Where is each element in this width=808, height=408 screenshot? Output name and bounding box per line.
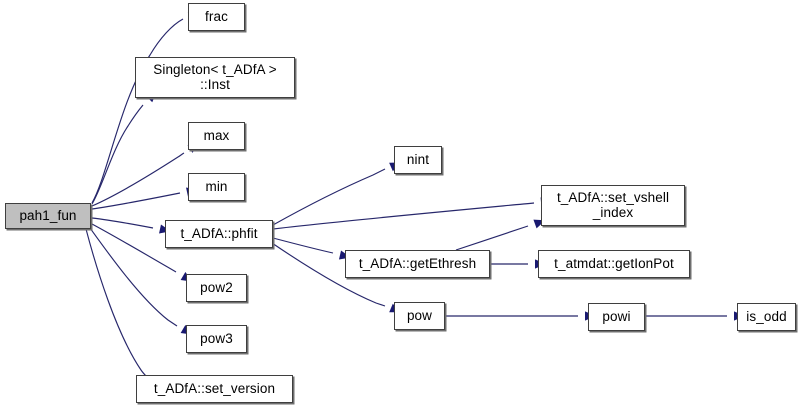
edge-pah1_fun-set_version [85, 228, 148, 378]
node-label-pow3: pow3 [200, 330, 233, 346]
node-label-frac: frac [205, 8, 228, 24]
node-label-getEthresh: t_ADfA::getEthresh [358, 255, 477, 271]
edge-pah1_fun-phfit [91, 217, 154, 229]
node-label-powi: powi [602, 308, 631, 324]
edge-pah1_fun-max [91, 152, 185, 207]
edge-phfit-getEthresh [272, 237, 334, 254]
node-powi[interactable]: powi [588, 303, 645, 331]
node-getEthresh[interactable]: t_ADfA::getEthresh [345, 250, 490, 278]
node-label-set_vshell: t_ADfA::set_vshell _index [556, 189, 670, 220]
edge-phfit-pow [271, 242, 386, 307]
node-phfit[interactable]: t_ADfA::phfit [165, 220, 273, 248]
edge-phfit-nint [272, 168, 386, 226]
edge-pah1_fun-pow3 [89, 227, 178, 327]
edge-phfit-vshell [272, 202, 535, 230]
edges-group [85, 18, 727, 378]
node-pow3[interactable]: pow3 [186, 325, 247, 353]
node-pah1_fun[interactable]: pah1_fun [5, 203, 91, 229]
node-min[interactable]: min [188, 173, 245, 201]
node-label-phfit: t_ADfA::phfit [180, 225, 258, 241]
node-set_version[interactable]: t_ADfA::set_version [136, 375, 293, 403]
node-label-pow2: pow2 [200, 279, 233, 295]
node-label-is_odd: is_odd [746, 308, 787, 324]
node-pow2[interactable]: pow2 [186, 274, 247, 302]
edge-pah1_fun-pow2 [91, 223, 177, 273]
node-label-singleton: Singleton< t_ADfA > ::Inst [153, 61, 277, 92]
node-label-pah1_fun: pah1_fun [19, 207, 77, 223]
node-nint[interactable]: nint [394, 146, 442, 174]
node-getIonPot[interactable]: t_atmdat::getIonPot [538, 250, 690, 278]
node-is_odd[interactable]: is_odd [737, 303, 796, 331]
edge-pah1_fun-singleton [91, 104, 144, 205]
node-pow[interactable]: pow [394, 302, 445, 330]
node-label-min: min [205, 178, 228, 194]
node-label-set_version: t_ADfA::set_version [153, 380, 276, 396]
node-singleton[interactable]: Singleton< t_ADfA > ::Inst [135, 57, 295, 98]
edge-pah1_fun-min [91, 192, 181, 210]
node-frac[interactable]: frac [188, 3, 245, 31]
node-label-pow: pow [406, 307, 433, 323]
node-label-getIonPot: t_atmdat::getIonPot [554, 255, 674, 271]
node-max[interactable]: max [188, 122, 245, 150]
node-label-nint: nint [406, 151, 430, 167]
edge-pah1_fun-frac [91, 18, 184, 204]
edge-getEthresh-vshell [455, 225, 529, 251]
node-set_vshell[interactable]: t_ADfA::set_vshell _index [541, 185, 685, 226]
node-label-max: max [203, 127, 230, 143]
